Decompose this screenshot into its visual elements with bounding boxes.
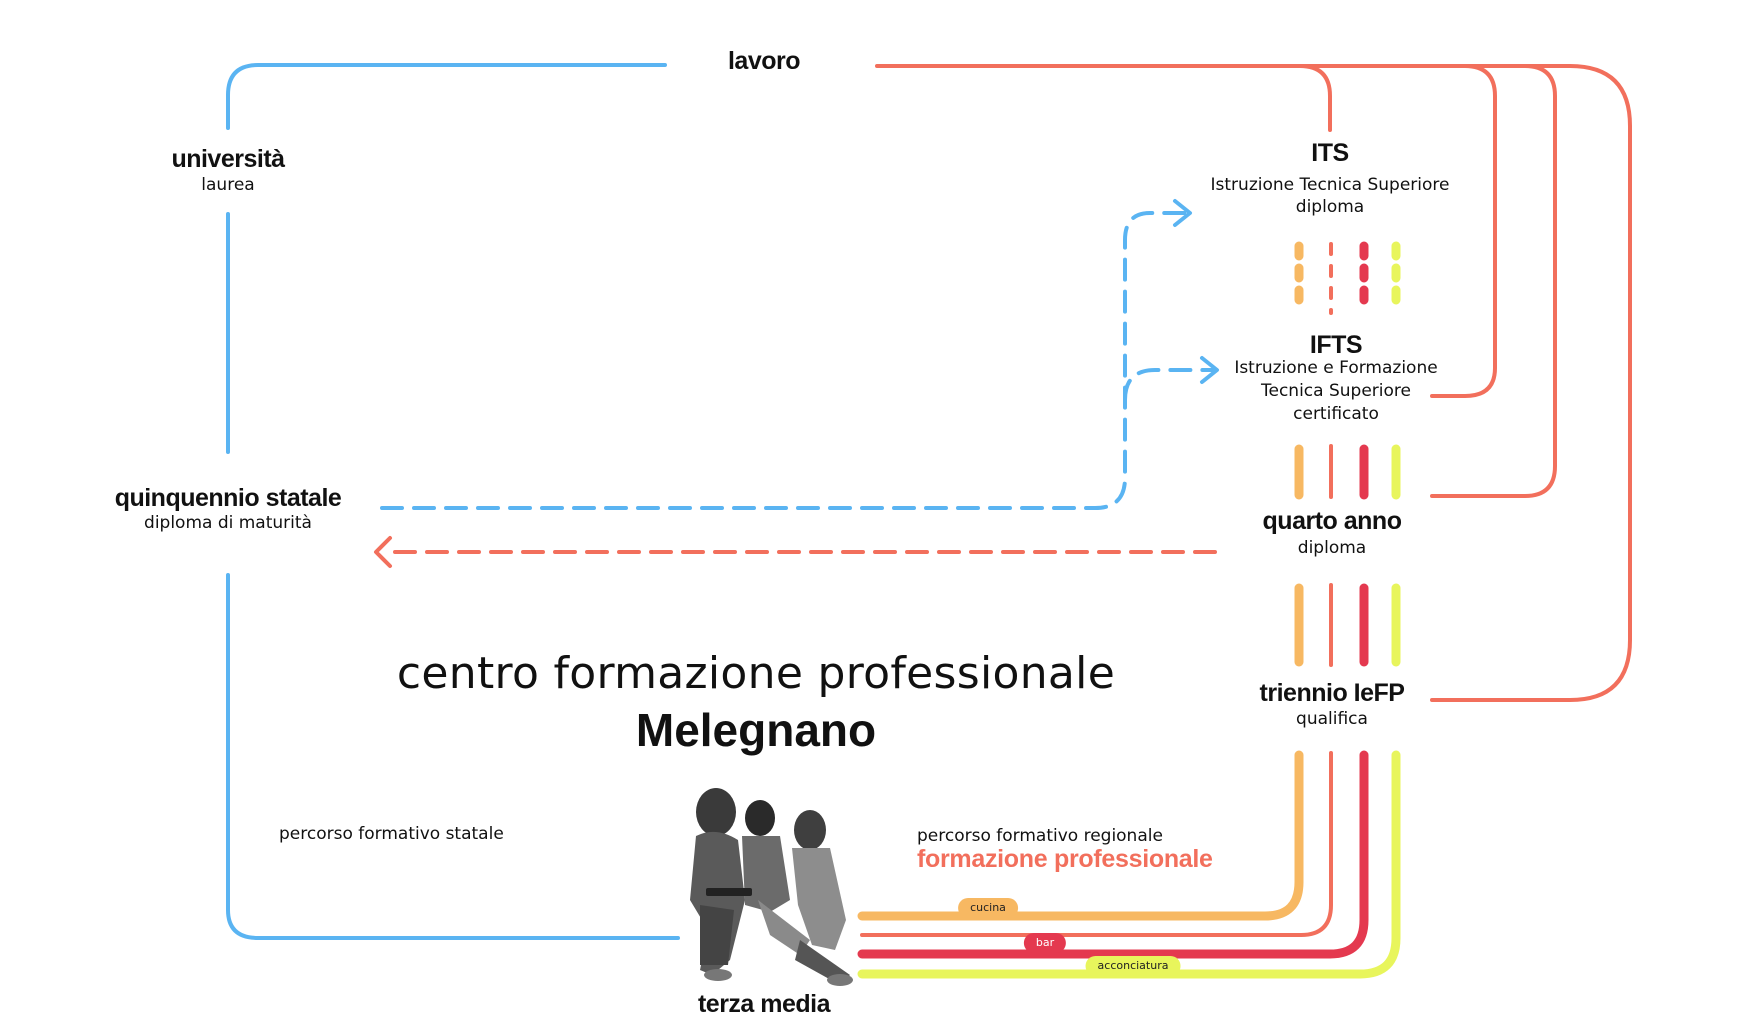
node-lavoro-title: lavoro	[727, 47, 801, 75]
arrow-left-icon	[374, 536, 392, 568]
node-ifts-title: IFTS	[1309, 331, 1363, 359]
quinquennio-to-ifts-dashed	[1123, 368, 1214, 402]
node-ifts-subtitle-1: Istruzione e Formazione	[1234, 358, 1438, 378]
triennio-to-lavoro	[1430, 64, 1632, 702]
node-its-title: ITS	[1311, 139, 1349, 167]
track-cucina-curve	[857, 750, 1304, 921]
track-pill-cucina: cucina	[958, 898, 1018, 918]
node-ifts-subtitle-2: Tecnica Superiore	[1261, 381, 1411, 401]
node-quarto-subtitle: diploma	[1297, 538, 1367, 558]
statale-caption: percorso formativo statale	[279, 824, 504, 844]
center-title: centro formazione professionale	[396, 648, 1116, 699]
node-universita-title: università	[171, 145, 285, 173]
arrow-right-icon	[1173, 199, 1192, 227]
statale-connector-bottom	[226, 573, 680, 940]
node-triennio-title: triennio IeFP	[1259, 679, 1405, 707]
students-photo-icon	[690, 788, 853, 986]
regionale-emphasis: formazione professionale	[917, 845, 1213, 873]
track-red-curve	[860, 751, 1333, 937]
track-pill-bar: bar	[1023, 933, 1067, 953]
regionale-caption: percorso formativo regionale	[917, 826, 1163, 846]
track-bar-curve	[857, 750, 1369, 959]
node-universita-subtitle: laurea	[201, 175, 255, 195]
node-quinquennio-subtitle: diploma di maturità	[144, 513, 312, 533]
node-ifts-credential: certificato	[1293, 404, 1379, 424]
node-quinquennio-title: quinquennio statale	[114, 484, 342, 512]
its-to-lavoro	[875, 64, 1332, 132]
node-its-subtitle: Istruzione Tecnica Superiore	[1210, 175, 1450, 195]
node-triennio-subtitle: qualifica	[1296, 709, 1368, 729]
track-pill-acconciatura: acconciatura	[1085, 956, 1181, 976]
statale-connector-top	[226, 63, 667, 130]
track-acconciatura-curve	[857, 750, 1401, 979]
node-terza-title: terza media	[697, 990, 831, 1018]
quinquennio-to-its-dashed	[380, 211, 1187, 510]
node-quarto-title: quarto anno	[1262, 507, 1402, 535]
arrow-right-icon	[1200, 356, 1219, 384]
node-its-credential: diploma	[1295, 197, 1365, 217]
center-subtitle: Melegnano	[635, 704, 877, 756]
